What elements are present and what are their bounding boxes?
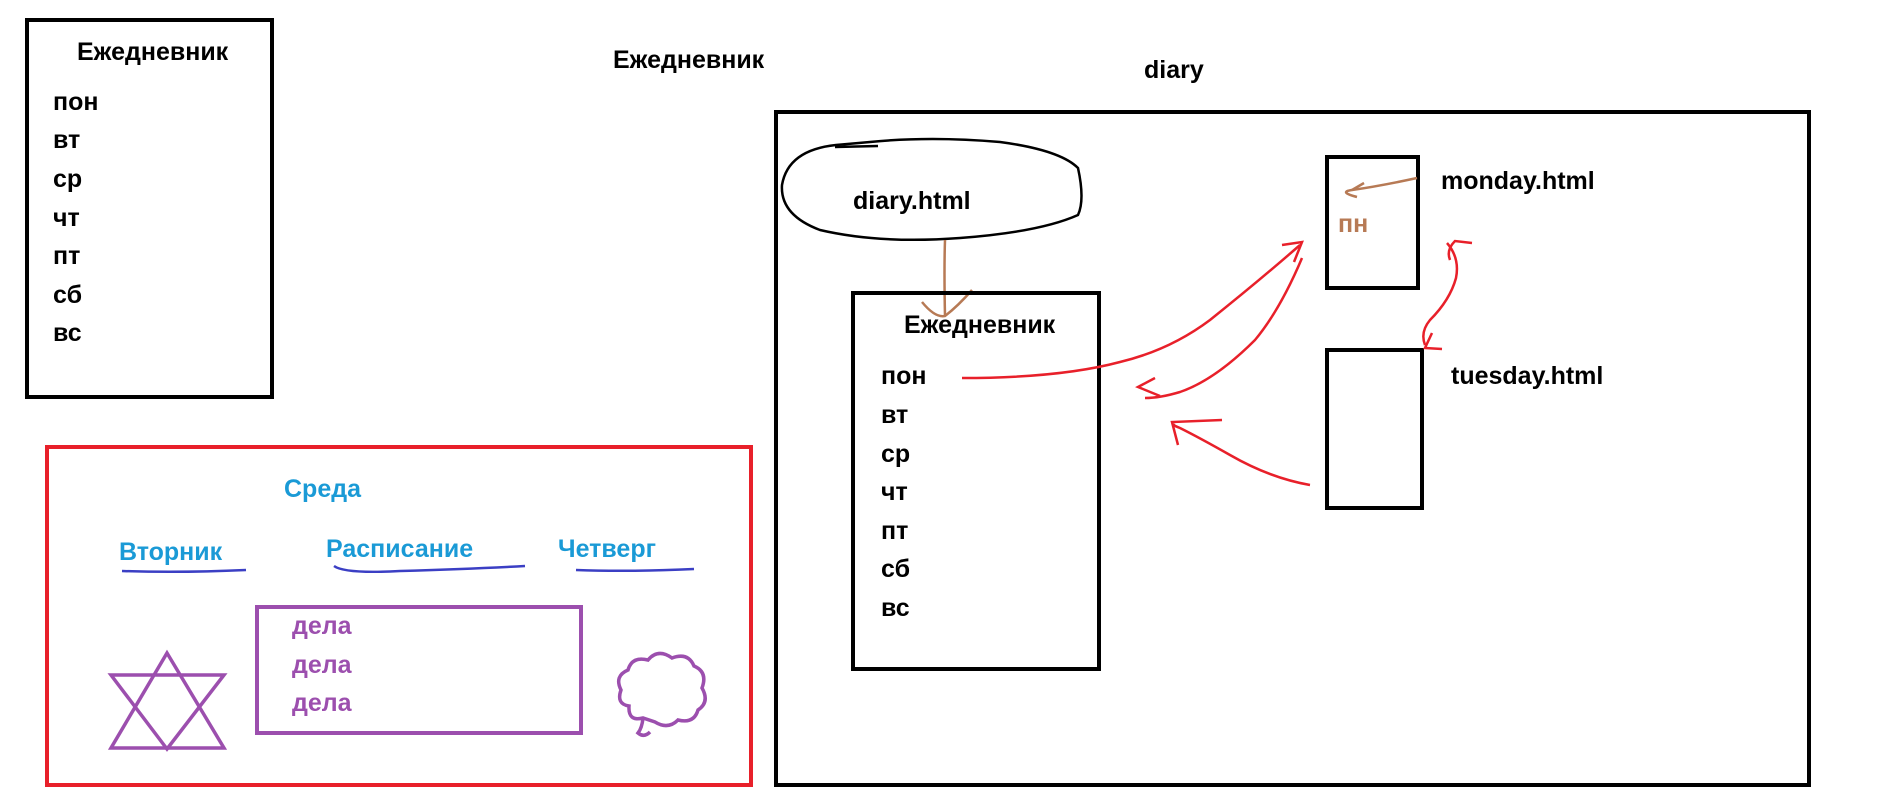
main-day-item[interactable]: чт [881, 478, 908, 506]
main-day-item[interactable]: сб [881, 555, 910, 583]
arrow-to-monday [961, 244, 1301, 380]
main-file-ellipse [780, 137, 1083, 242]
back-arrow-icon [1344, 176, 1418, 199]
arrow-head [1281, 240, 1304, 263]
sketch-day-item: ср [53, 165, 82, 193]
main-day-item[interactable]: ср [881, 440, 910, 468]
mockup-current-day: Среда [284, 475, 362, 503]
sketch-title: Ежедневник [77, 38, 229, 66]
task-item: дела [292, 612, 353, 640]
arrow-monday-tuesday [1422, 242, 1459, 346]
task-item: дела [292, 689, 353, 717]
arrow-tuesday-to-list [1172, 423, 1311, 487]
arrow-head [1170, 418, 1223, 446]
navigation-arrows [961, 239, 1473, 487]
arrow-head [1423, 332, 1443, 351]
main-page-box [851, 291, 1101, 671]
main-day-item[interactable]: вт [881, 401, 908, 429]
tasks-box [255, 605, 583, 735]
sketch-day-item: пт [53, 242, 80, 270]
sketch-day-item: сб [53, 281, 82, 309]
main-day-item[interactable]: вс [881, 594, 910, 622]
main-file-label: diary.html [853, 187, 971, 215]
down-arrow-icon [921, 239, 973, 318]
folder-label: diary [1144, 56, 1204, 84]
mockup-schedule-link[interactable]: Расписание [326, 535, 473, 563]
monday-file-label: monday.html [1441, 167, 1595, 195]
tuesday-page-box [1325, 348, 1424, 510]
sketch-box [25, 18, 274, 399]
sketch-day-item: пон [53, 88, 98, 116]
mockup-frame [45, 445, 753, 787]
next-link-underline [575, 567, 695, 573]
main-day-item[interactable]: пт [881, 517, 908, 545]
arrow-head [1135, 376, 1161, 398]
tuesday-file-label: tuesday.html [1451, 362, 1603, 390]
main-day-item[interactable]: пон [881, 362, 926, 390]
cloud-icon [616, 651, 707, 737]
sketch-day-item: чт [53, 204, 80, 232]
folder-structure: diary diary.html Ежедневник пон вт ср чт… [774, 56, 1811, 787]
sketch-day-item: вт [53, 126, 80, 154]
monday-page-box [1325, 155, 1420, 290]
arrow-head [1447, 239, 1473, 261]
star-icon [107, 649, 228, 752]
monday-content: пн [1338, 210, 1368, 238]
prev-link-underline [121, 568, 247, 574]
mockup-next-link[interactable]: Четверг [558, 535, 656, 563]
page-heading: Ежедневник [613, 46, 765, 74]
day-page-mockup: Среда Вторник Расписание Четверг дела де… [45, 445, 753, 787]
main-page-title: Ежедневник [904, 311, 1056, 339]
schedule-link-underline [333, 564, 526, 574]
sketch-day-item: вс [53, 319, 82, 347]
arrow-monday-to-list [1144, 257, 1304, 400]
sketch-day-list: Ежедневник пон вт ср чт пт сб вс [25, 18, 274, 399]
mockup-prev-link[interactable]: Вторник [119, 538, 223, 566]
task-item: дела [292, 651, 353, 679]
folder-frame [774, 110, 1811, 787]
ellipse-stroke-mark [834, 144, 879, 149]
